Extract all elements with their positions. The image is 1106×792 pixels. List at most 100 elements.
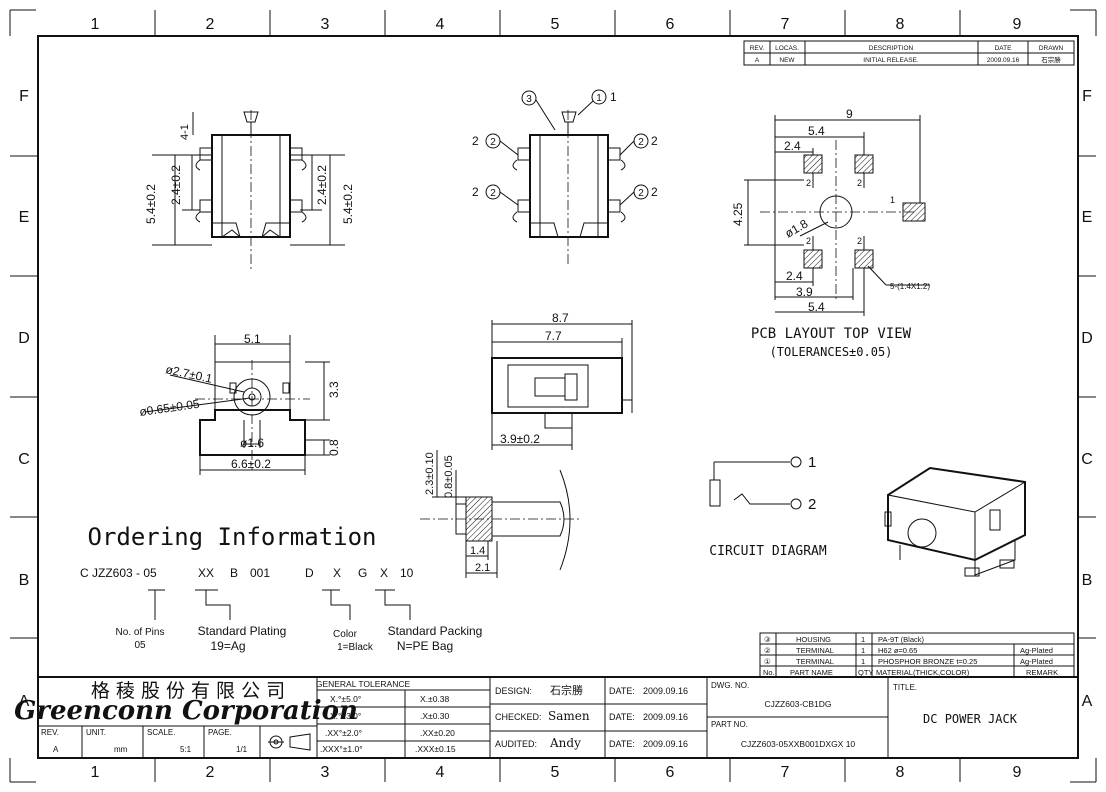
tol-angle: .XX°±2.0° (325, 728, 362, 738)
col-label: 2 (206, 16, 215, 33)
code-segment: B (230, 566, 238, 580)
col-label: 8 (896, 764, 905, 781)
callout-2: 2 (638, 188, 644, 199)
title-value: DC POWER JACK (923, 712, 1018, 726)
plug-detail: 2.3±0.10 0.8±0.05 1.4 2.1 (420, 450, 580, 578)
rev-header: DESCRIPTION (869, 45, 914, 52)
bom-table: ③ HOUSING 1 PA-9T (Black) ② TERMINAL 1 H… (759, 632, 1075, 678)
dim-pcb-425: 4.25 (731, 202, 745, 226)
bom-header: MATERIAL(THICK,COLOR) (876, 668, 970, 677)
circuit-pin-2: 2 (808, 496, 816, 513)
col-label: 4 (436, 16, 445, 33)
revision-table: REV. LOCAS. DESCRIPTION DATE DRAWN A NEW… (743, 40, 1075, 66)
col-label: 1 (91, 764, 100, 781)
dim-end-065: ø0.65±0.05 (138, 397, 200, 419)
title-label: TITLE. (893, 683, 917, 692)
bom-qty: 1 (861, 657, 865, 666)
col-label: 7 (781, 764, 790, 781)
dim-end-33: 3.3 (327, 381, 341, 398)
dim-pcb-54-bot: 5.4 (808, 300, 825, 314)
dim-front-left-outer: 5.4±0.2 (144, 184, 158, 224)
rev-cell: 石宗勝 (1041, 55, 1061, 64)
dim-end-27: ø2.7±0.1 (164, 362, 213, 386)
pins-label: No. of Pins (116, 627, 165, 638)
title-block: 格 稜 股 份 有 限 公 司 Greenconn Corporation RE… (14, 676, 1079, 759)
color-label: Color (333, 629, 358, 640)
col-label: 4 (436, 764, 445, 781)
code-segment: C JZZ603 - 05 (80, 566, 157, 580)
pad-number: 2 (806, 178, 811, 188)
design-label: DESIGN: (495, 686, 532, 696)
rev-cell: NEW (779, 57, 795, 64)
date-label: DATE: (609, 739, 635, 749)
page-label: PAGE. (208, 728, 232, 737)
bom-no: ① (764, 657, 771, 666)
col-label: 9 (1013, 16, 1022, 33)
code-segment: 001 (250, 566, 270, 580)
bom-remark: Ag-Plated (1020, 657, 1053, 666)
pad-number: 2 (806, 236, 811, 246)
dim-plug-08: 0.8±0.05 (443, 455, 455, 498)
date-label: DATE: (609, 712, 635, 722)
checked-label: CHECKED: (495, 712, 542, 722)
page-value: 1/1 (236, 745, 248, 754)
scale-label: SCALE. (147, 728, 175, 737)
dim-front-right-inner: 2.4±0.2 (315, 165, 329, 205)
rev-header: DATE (995, 45, 1013, 52)
end-view: 5.1 ø2.7±0.1 ø0.65±0.05 3.3 ø1.6 0.8 6.6… (138, 332, 341, 475)
col-label: 5 (551, 764, 560, 781)
ordering-info: Ordering Information C JZZ603 - 05 XX B … (80, 523, 482, 653)
dim-front-left-inner: 2.4±0.2 (169, 165, 183, 205)
bom-header: QTY (858, 668, 873, 677)
tol-linear: .X±0.30 (420, 711, 450, 721)
pins-value: 05 (134, 640, 146, 651)
audited-label: AUDITED: (495, 739, 537, 749)
scale-value: 5:1 (180, 745, 192, 754)
bom-header: REMARK (1026, 668, 1058, 677)
date-value: 2009.09.16 (643, 712, 688, 722)
bom-part: HOUSING (796, 635, 831, 644)
bom-qty: 1 (861, 635, 865, 644)
dim-pcb-24-top: 2.4 (784, 139, 801, 153)
row-label: B (1082, 572, 1093, 589)
row-label: C (18, 451, 30, 468)
col-label: 7 (781, 16, 790, 33)
pad-number: 2 (857, 178, 862, 188)
part-label: PART NO. (711, 720, 748, 729)
dim-top-87: 8.7 (552, 311, 569, 325)
company-name-en: Greenconn Corporation (14, 696, 358, 726)
bom-material: PHOSPHOR BRONZE t=0.25 (878, 657, 977, 666)
col-label: 6 (666, 16, 675, 33)
circuit-pin-1: 1 (808, 454, 816, 471)
callout-2-count: 2 (651, 134, 658, 148)
projection-symbol (268, 733, 311, 751)
side-view: 3 1 2 2 2 2 1 2 2 2 2 (472, 89, 658, 265)
rev-value: A (53, 745, 59, 754)
rev-header: REV. (750, 45, 765, 52)
bom-part: TERMINAL (796, 646, 834, 655)
date-label: DATE: (609, 686, 635, 696)
dim-top-77: 7.7 (545, 329, 562, 343)
dim-end-08: 0.8 (327, 439, 341, 456)
pad-number: 1 (890, 195, 895, 205)
tol-linear: .XX±0.20 (420, 728, 455, 738)
dim-top-39: 3.9±0.2 (500, 432, 540, 446)
row-label: A (1082, 693, 1093, 710)
tol-linear: X.±0.38 (420, 694, 450, 704)
row-label: F (1082, 88, 1092, 105)
rev-cell: 2009.09.16 (987, 57, 1020, 64)
tol-title: GENERAL TOLERANCE (316, 679, 411, 689)
col-label: 2 (206, 764, 215, 781)
code-segment: XX (198, 566, 214, 580)
callout-2: 2 (490, 188, 496, 199)
bom-part: TERMINAL (796, 657, 834, 666)
code-segment: D (305, 566, 314, 580)
row-label: C (1081, 451, 1093, 468)
unit-value: mm (114, 745, 128, 754)
pad-number: 2 (857, 236, 862, 246)
pad-size-note: 5-(1.4X1.2) (890, 282, 930, 291)
tol-angle: X.°±5.0° (330, 694, 361, 704)
rev-header: LOCAS. (775, 45, 799, 52)
col-label: 6 (666, 764, 675, 781)
bom-header: PART NAME (790, 668, 833, 677)
